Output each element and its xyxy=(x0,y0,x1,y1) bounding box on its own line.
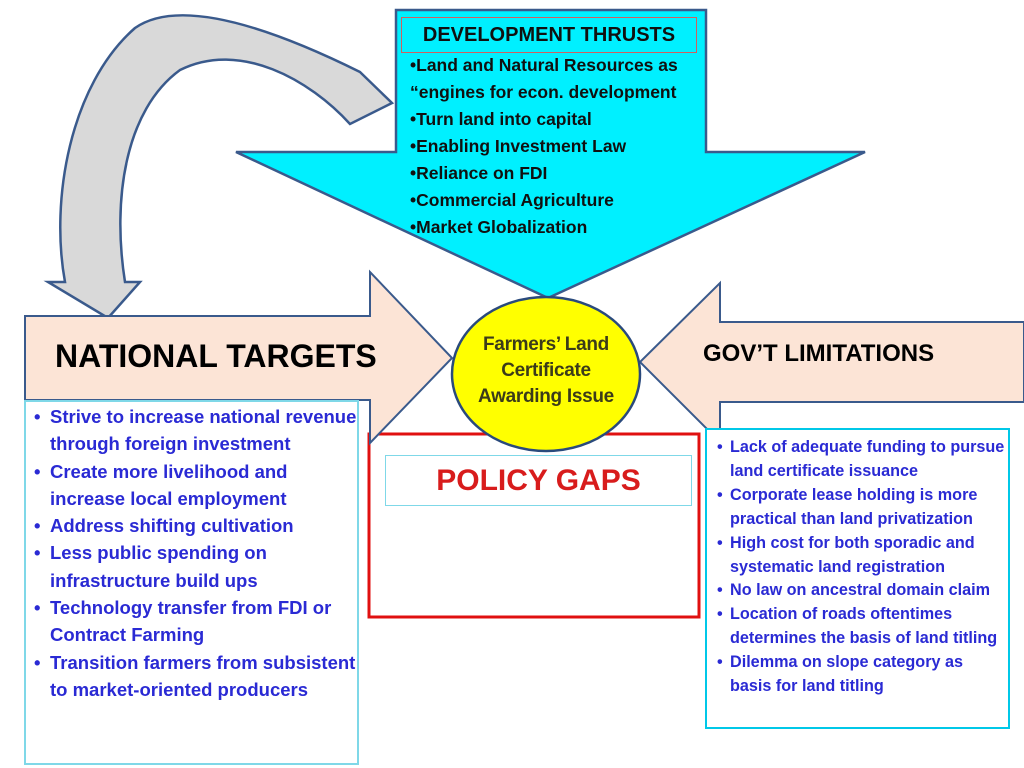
center-line: Awarding Issue xyxy=(478,386,614,407)
list-item: Technology transfer from FDI or Contract… xyxy=(32,594,357,649)
development-thrusts-list: •Land and Natural Resources as “engines … xyxy=(410,52,710,241)
curved-arrow xyxy=(43,14,395,320)
center-label: Farmers’ Land Certificate Awarding Issue xyxy=(468,332,624,410)
list-item: •Enabling Investment Law xyxy=(410,136,627,156)
list-item: •Market Globalization xyxy=(410,217,588,237)
development-thrusts-title: DEVELOPMENT THRUSTS xyxy=(401,17,697,53)
list-item: Corporate lease holding is more practica… xyxy=(716,484,1008,532)
center-line: Farmers’ Land xyxy=(483,334,609,355)
list-item: Lack of adequate funding to pursue land … xyxy=(716,436,1008,484)
govt-limitations-title: GOV’T LIMITATIONS xyxy=(703,340,935,367)
center-line: Certificate xyxy=(501,360,591,381)
center-ellipse xyxy=(450,295,642,453)
national-targets-title: NATIONAL TARGETS xyxy=(55,338,377,374)
list-item: Dilemma on slope category as basis for l… xyxy=(716,651,1008,699)
list-item: No law on ancestral domain claim xyxy=(716,579,1008,603)
list-item: •Commercial Agriculture xyxy=(410,190,614,210)
govt-limitations-list: Lack of adequate funding to pursue land … xyxy=(716,436,1008,699)
list-item: •Reliance on FDI xyxy=(410,163,548,183)
list-item: Address shifting cultivation xyxy=(32,512,357,540)
list-item: Strive to increase national revenue thro… xyxy=(32,403,357,458)
list-item: Location of roads oftentimes determines … xyxy=(716,603,1008,651)
national-targets-list: Strive to increase national revenue thro… xyxy=(32,403,357,703)
list-item: •Land and Natural Resources as xyxy=(410,55,678,75)
list-item: “engines for econ. development xyxy=(410,82,677,102)
list-item: •Turn land into capital xyxy=(410,109,592,129)
list-item: Create more livelihood and increase loca… xyxy=(32,458,357,513)
list-item: High cost for both sporadic and systemat… xyxy=(716,532,1008,580)
list-item: Less public spending on infrastructure b… xyxy=(32,539,357,594)
development-thrusts-arrow xyxy=(235,8,866,300)
list-item: Transition farmers from subsistent to ma… xyxy=(32,649,357,704)
govt-limitations-arrow xyxy=(638,280,1024,445)
policy-gaps-title: POLICY GAPS xyxy=(385,455,692,506)
